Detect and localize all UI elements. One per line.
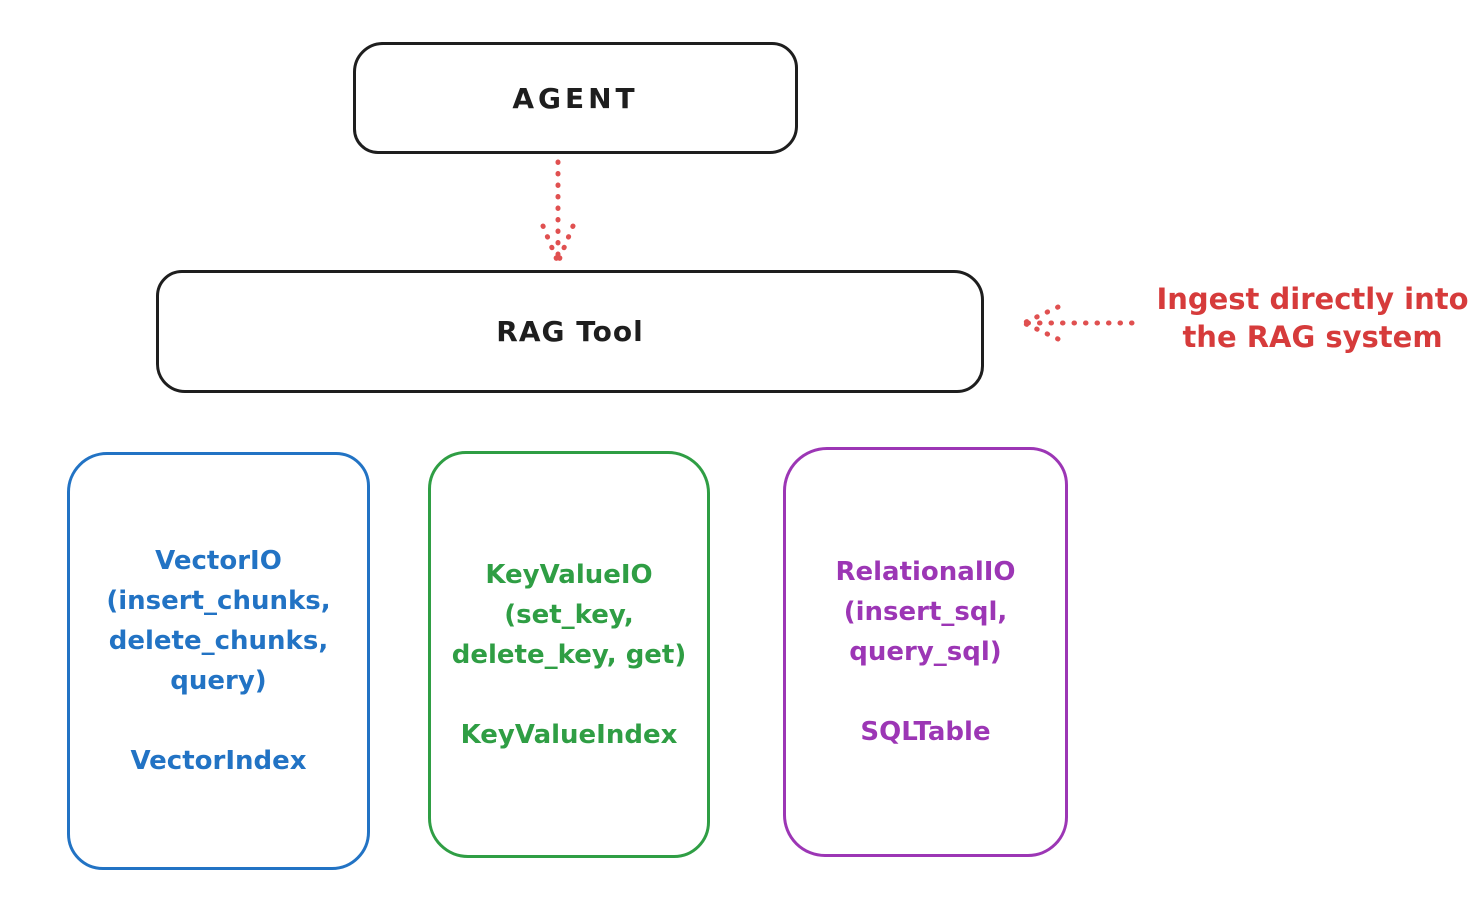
keyvalue-io-node: KeyValueIO (set_key, delete_key, get) Ke… xyxy=(428,451,710,858)
relational-io-title: RelationalIO xyxy=(835,557,1016,587)
relational-io-table-label: SQLTable xyxy=(860,717,991,747)
vector-io-methods-line-1: (insert_chunks, xyxy=(106,586,331,616)
relational-io-methods-line-2: query_sql) xyxy=(849,637,1002,667)
ingest-annotation: Ingest directly into the RAG system xyxy=(1140,280,1484,356)
rag-tool-node-label: RAG Tool xyxy=(496,315,644,348)
vector-io-index-label: VectorIndex xyxy=(130,746,307,776)
keyvalue-io-index-label: KeyValueIndex xyxy=(460,719,678,750)
vector-io-methods-line-3: query) xyxy=(170,666,267,696)
keyvalue-io-methods-line-2: delete_key, get) xyxy=(451,639,687,670)
agent-node-label: AGENT xyxy=(512,81,639,115)
ingest-annotation-line-2: the RAG system xyxy=(1182,320,1443,354)
relational-io-node: RelationalIO (insert_sql, query_sql) SQL… xyxy=(783,447,1068,857)
agent-to-ragtool-dotted-arrow xyxy=(540,159,576,263)
vector-io-title: VectorIO xyxy=(155,546,282,576)
keyvalue-io-methods-line-1: (set_key, xyxy=(504,599,634,630)
vector-io-node: VectorIO (insert_chunks, delete_chunks, … xyxy=(67,452,370,870)
vector-io-methods-line-2: delete_chunks, xyxy=(108,626,329,656)
rag-tool-node: RAG Tool xyxy=(156,270,984,393)
relational-io-methods-line-1: (insert_sql, xyxy=(843,597,1008,627)
ingest-dotted-arrow xyxy=(1023,304,1135,342)
keyvalue-io-title: KeyValueIO xyxy=(485,559,653,590)
ingest-annotation-line-1: Ingest directly into xyxy=(1156,282,1469,316)
agent-node: AGENT xyxy=(353,42,798,154)
